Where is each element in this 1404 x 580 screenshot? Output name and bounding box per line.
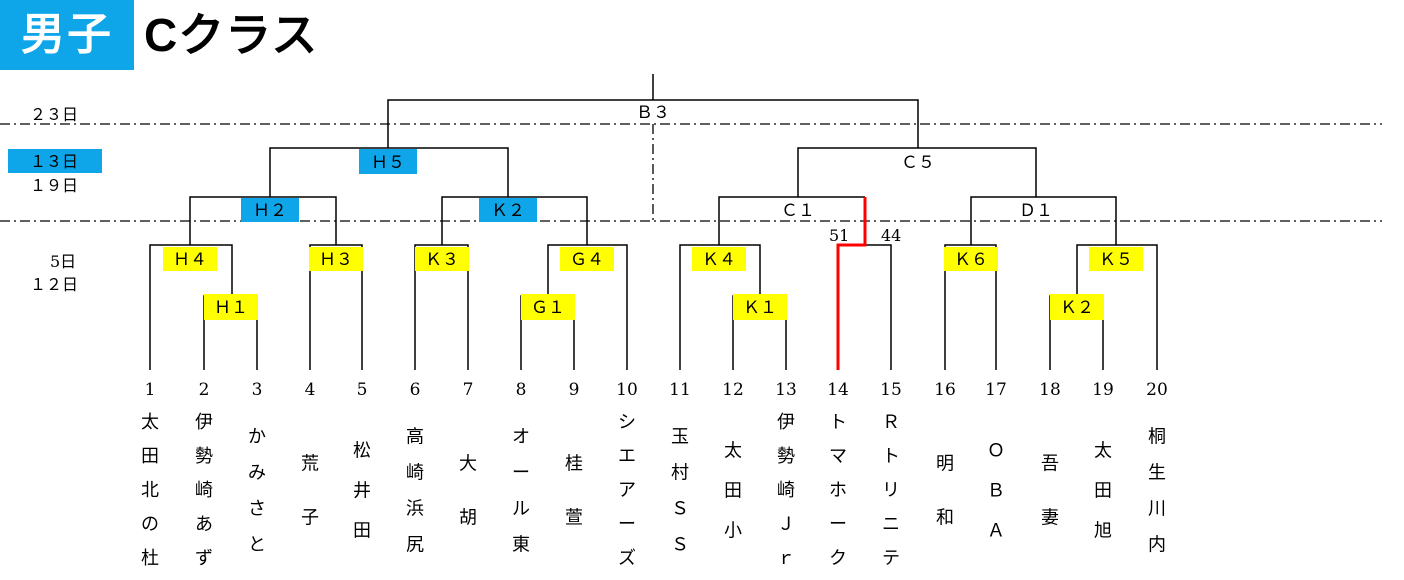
team-name: 桐生川内 — [1148, 427, 1166, 556]
bracket-k6 — [944, 244, 997, 370]
bracket-g4 — [547, 244, 628, 370]
winner-path — [836, 197, 867, 370]
team-number: 20 — [1146, 380, 1168, 400]
team-name: オール東 — [512, 427, 530, 556]
team-number: 4 — [305, 380, 316, 400]
bracket-c5 — [797, 147, 1037, 197]
match-label-k2-semi: Ｋ２ — [491, 201, 525, 221]
team-name: 松井田 — [353, 441, 371, 542]
match-label-k4: Ｋ４ — [702, 250, 736, 270]
match-label-k6: Ｋ６ — [954, 250, 988, 270]
match-label-c1: Ｃ１ — [781, 201, 815, 221]
score-team14: 51 — [829, 226, 849, 245]
team-name: 太田北の杜 — [141, 412, 159, 569]
date-semi-highlighted: １３日 — [30, 152, 78, 171]
team-number: 12 — [722, 380, 744, 400]
team-number: 11 — [669, 380, 691, 400]
match-label-h3: Ｈ３ — [319, 250, 353, 270]
team-name: 明和 — [936, 454, 954, 529]
team-number: 3 — [252, 380, 263, 400]
bracket-k3 — [414, 244, 469, 370]
match-label-g4: Ｇ４ — [570, 250, 604, 270]
team-number: 13 — [775, 380, 797, 400]
match-label-h5: Ｈ５ — [371, 153, 405, 173]
bracket-d1 — [970, 196, 1117, 245]
team-name: シエアーズ — [618, 412, 636, 569]
score-team15: 44 — [881, 226, 901, 245]
bracket-h2 — [189, 196, 337, 245]
team-name: 太田旭 — [1094, 441, 1112, 542]
date-early-second: １２日 — [30, 275, 78, 294]
gender-badge: 男子 — [0, 0, 134, 70]
date-highlight — [8, 149, 102, 173]
match-label-d1: Ｄ１ — [1019, 201, 1053, 221]
date-early-first: 5日 — [50, 252, 76, 271]
match-label-h2: Ｈ２ — [253, 201, 287, 221]
team-number: 10 — [616, 380, 638, 400]
team-number: 19 — [1092, 380, 1114, 400]
bracket-c1-left — [718, 196, 865, 245]
team-name: 伊勢崎あずま — [195, 412, 213, 580]
team-name: Ｒトリニティ — [882, 412, 900, 580]
bracket-k2 — [441, 196, 588, 245]
team-name: トマホーク — [829, 412, 847, 569]
match-label-k5: Ｋ５ — [1099, 250, 1133, 270]
team-number: 18 — [1039, 380, 1061, 400]
team-name: 太田小 — [724, 441, 742, 542]
match-label-k1: Ｋ１ — [743, 298, 777, 318]
match-label-k3: Ｋ３ — [425, 250, 459, 270]
match-label-g1: Ｇ１ — [531, 298, 565, 318]
team-number: 14 — [827, 380, 849, 400]
date-final: ２３日 — [30, 105, 78, 124]
team-name: 高崎浜尻 — [406, 427, 424, 556]
team-number: 1 — [145, 380, 156, 400]
match-label-h1: Ｈ１ — [214, 298, 248, 318]
match-label-h4: Ｈ４ — [173, 250, 207, 270]
page-title: Cクラス — [144, 9, 319, 61]
team-name: 桂萱 — [565, 454, 583, 529]
team-name: かみさと — [248, 427, 266, 556]
team-name: ＯＢＡ — [987, 441, 1005, 542]
team-number: 8 — [516, 380, 527, 400]
match-label-c5: Ｃ５ — [901, 153, 935, 173]
bracket-k5 — [1076, 244, 1158, 370]
bracket-h4 — [149, 244, 233, 370]
bracket-h3 — [309, 244, 363, 370]
team-number: 9 — [569, 380, 580, 400]
team-name: 荒子 — [301, 454, 319, 529]
bracket-c1-right-loser — [865, 244, 892, 370]
match-label-b3: Ｂ３ — [636, 103, 670, 123]
team-number: 2 — [199, 380, 210, 400]
team-number: 15 — [880, 380, 902, 400]
team-number: 6 — [410, 380, 421, 400]
bracket-h5 — [269, 147, 509, 197]
date-semi-second: １９日 — [30, 176, 78, 195]
team-name: 大胡 — [459, 454, 477, 529]
team-number: 5 — [357, 380, 368, 400]
team-name: 伊勢崎Ｊｒ — [777, 412, 795, 569]
team-number: 17 — [985, 380, 1007, 400]
team-name: 吾妻 — [1041, 454, 1059, 529]
team-number: 16 — [934, 380, 956, 400]
team-name: 玉村ＳＳ — [671, 427, 689, 556]
bracket-k4 — [679, 244, 761, 370]
team-number: 7 — [463, 380, 474, 400]
bracket-final — [387, 99, 919, 148]
match-label-k2-first: Ｋ２ — [1060, 298, 1094, 318]
